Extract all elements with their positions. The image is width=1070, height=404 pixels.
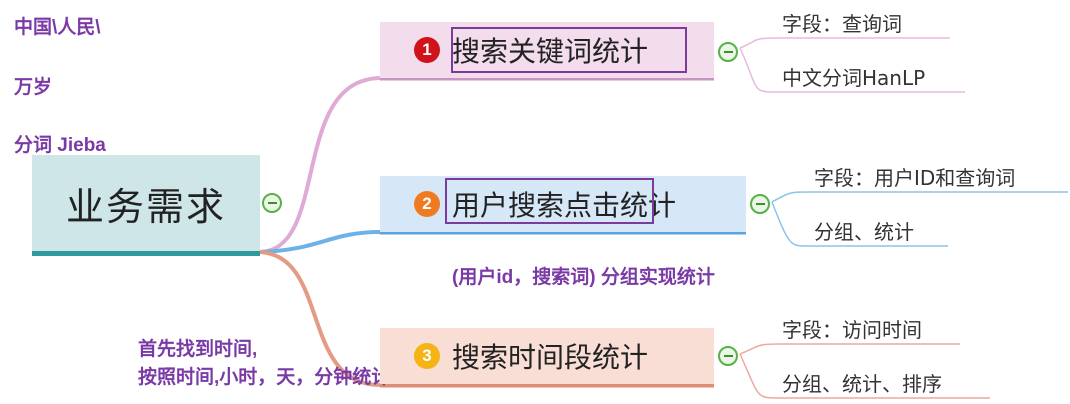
branch-2-highlight-box — [445, 178, 654, 224]
connector-branch-2 — [259, 230, 381, 254]
branch-1-number-badge: 1 — [414, 37, 440, 63]
branch-2-number-badge: 2 — [414, 191, 440, 217]
root-topic-label: 业务需求 — [65, 184, 226, 229]
branch-topic-3[interactable]: 3 搜索时间段统计 — [380, 328, 714, 384]
annotation-jieba-line1: 中国\人民\ — [14, 17, 101, 38]
connector-branch-1 — [259, 76, 381, 254]
leaf-connector-2b — [771, 201, 948, 247]
branch-1-highlight-box — [451, 27, 687, 73]
annotation-group-note: (用户id，搜索词) 分组实现统计 — [452, 267, 715, 288]
annotation-time-note-line2: 按照时间,小时，天，分钟统计 — [138, 367, 391, 388]
leaf-connector-3a — [739, 343, 960, 355]
branch-topic-1[interactable]: 1 搜索关键词统计 — [380, 22, 714, 78]
leaf-connector-2a — [771, 191, 1068, 203]
annotation-jieba-line3: 分词 Jieba — [14, 135, 106, 156]
leaf-connector-1a — [739, 37, 950, 49]
branch-3-collapse-icon[interactable] — [718, 346, 738, 366]
branch-1-leaf-1[interactable]: 字段：查询词 — [782, 12, 902, 36]
root-collapse-icon[interactable] — [262, 193, 282, 213]
annotation-time-note-line1: 首先找到时间, — [138, 339, 258, 360]
branch-3-leaf-2[interactable]: 分组、统计、排序 — [782, 372, 942, 396]
root-topic[interactable]: 业务需求 — [32, 155, 260, 256]
branch-3-leaf-1[interactable]: 字段：访问时间 — [782, 318, 922, 342]
branch-2-leaf-1[interactable]: 字段：用户ID和查询词 — [814, 166, 1016, 190]
leaf-connector-1b — [739, 47, 965, 93]
leaf-connector-3b — [739, 353, 990, 399]
annotation-jieba-line2: 万岁 — [14, 77, 53, 98]
branch-3-number-badge: 3 — [414, 343, 440, 369]
branch-2-collapse-icon[interactable] — [750, 194, 770, 214]
branch-2-label: 用户搜索点击统计 — [452, 189, 677, 222]
branch-3-label: 搜索时间段统计 — [452, 341, 649, 374]
branch-1-leaf-2[interactable]: 中文分词HanLP — [782, 66, 926, 90]
connector-branch-3 — [259, 250, 381, 387]
branch-1-collapse-icon[interactable] — [718, 42, 738, 62]
branch-2-leaf-2[interactable]: 分组、统计 — [814, 220, 914, 244]
branch-1-label: 搜索关键词统计 — [452, 35, 649, 68]
